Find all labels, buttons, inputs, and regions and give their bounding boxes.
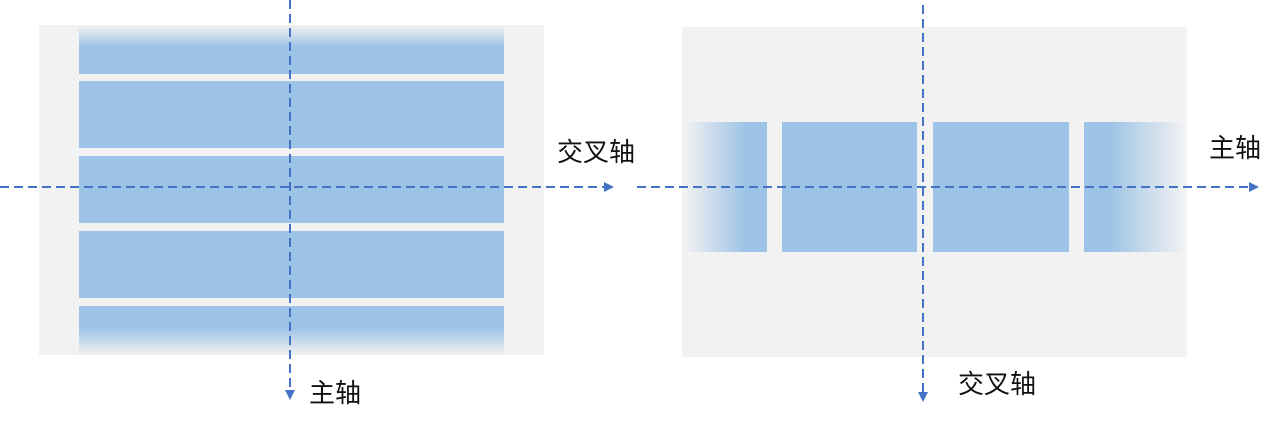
right-main-axis-label: 主轴 — [1209, 134, 1262, 164]
list-item — [1084, 122, 1185, 252]
left-cross-axis-label: 交叉轴 — [557, 138, 636, 168]
list-item — [79, 81, 504, 148]
list-item — [782, 122, 917, 252]
list-item — [79, 25, 504, 74]
left-main-axis-label: 主轴 — [309, 379, 362, 409]
list-item — [79, 231, 504, 298]
list-item — [933, 122, 1069, 252]
list-item — [79, 156, 504, 223]
list-item — [79, 306, 504, 355]
right-cross-axis-label: 交叉轴 — [958, 370, 1037, 400]
list-item — [684, 122, 767, 252]
